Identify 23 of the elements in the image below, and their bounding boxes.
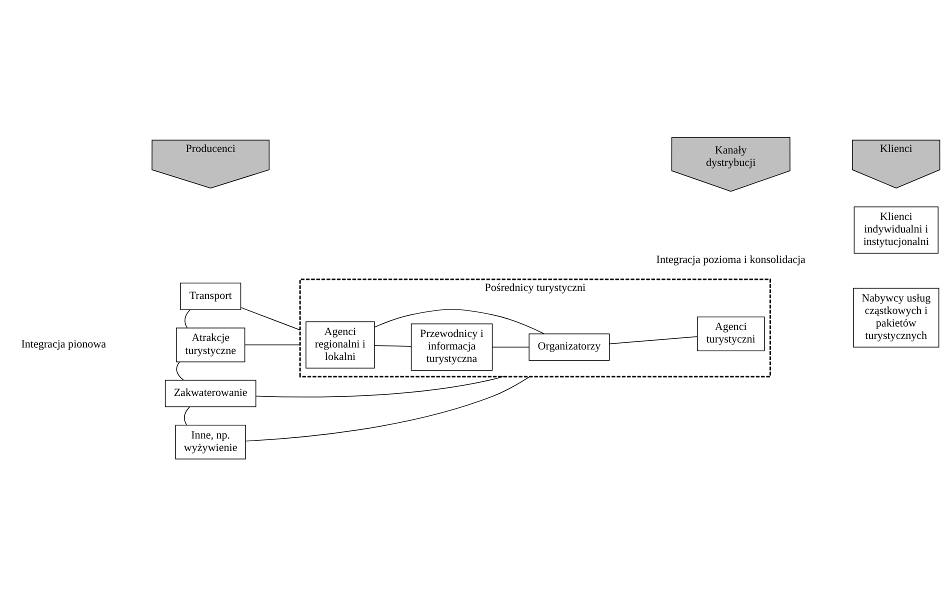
node-box: Transport <box>180 282 242 310</box>
label: Integracja pozioma i konsolidacja <box>656 254 806 266</box>
node-box: Agenci regionalni i lokalni <box>306 321 375 368</box>
connector <box>240 307 300 330</box>
connector <box>374 308 545 334</box>
node-box: Inne, np. wyżywienie <box>175 424 246 460</box>
connector <box>184 309 191 328</box>
connector <box>374 345 412 347</box>
node-box: Klienci indywidualni i instytucjonalni <box>854 206 938 254</box>
connector <box>244 344 300 346</box>
connector <box>245 376 530 442</box>
node-box: Organizatorzy <box>528 334 610 361</box>
node-box: Przewodnicy i informacja turystyczna <box>410 324 493 371</box>
node-box: Atrakcje turystyczne <box>176 328 246 362</box>
connector <box>184 406 190 426</box>
node-box: Nabywcy usług cząstkowych i pakietów turystycznych <box>853 288 940 348</box>
connector <box>609 336 698 344</box>
connector <box>176 362 184 381</box>
connector <box>492 346 530 348</box>
connector <box>256 376 504 398</box>
node-box: Agenci turystyczni <box>696 316 765 352</box>
node-box: Zakwaterowanie <box>164 380 256 408</box>
label: Integracja pionowa <box>21 338 106 350</box>
